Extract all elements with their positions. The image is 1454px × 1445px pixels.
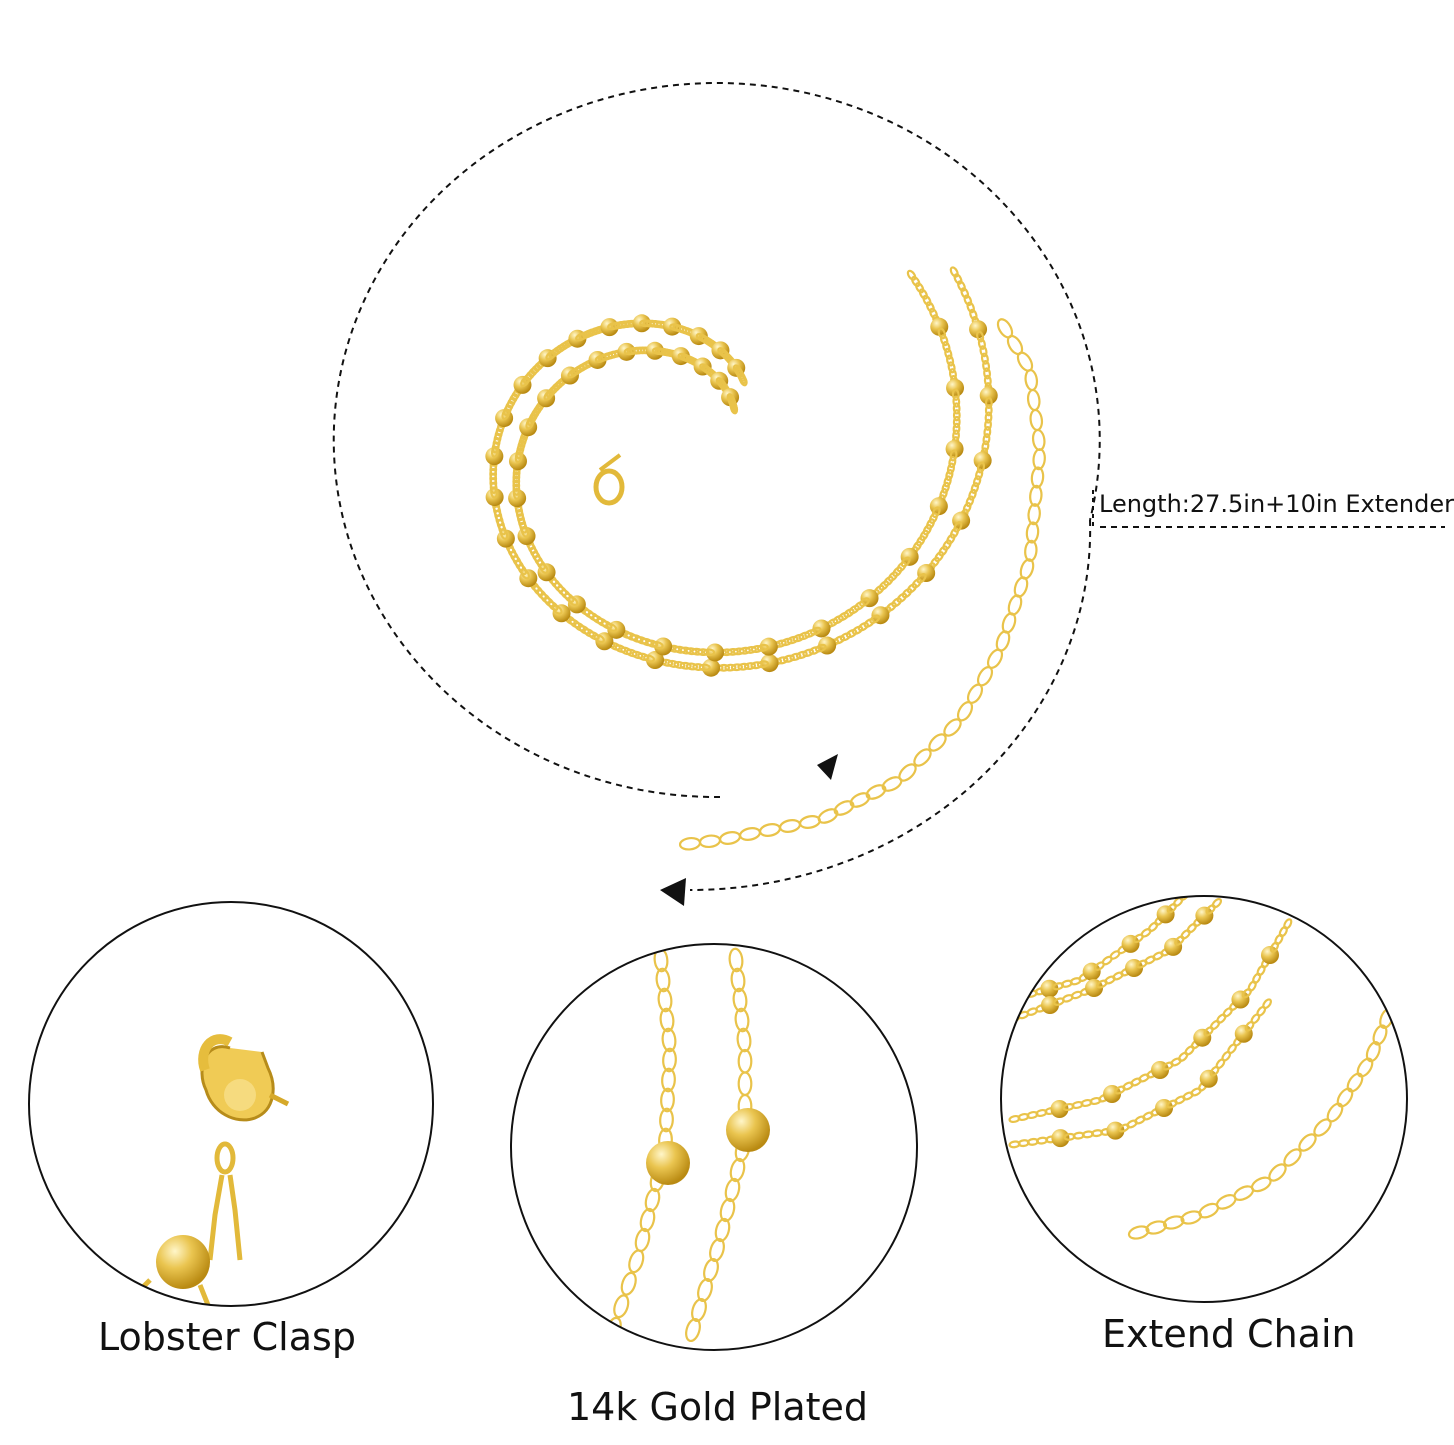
caption-gold-plated: 14k Gold Plated bbox=[567, 1385, 869, 1429]
measure-circle-dashed bbox=[332, 82, 1101, 799]
detail-gold-plated bbox=[510, 943, 918, 1351]
detail-lobster-clasp bbox=[28, 901, 434, 1307]
lobster-clasp-center bbox=[593, 453, 625, 506]
spiral-necklace bbox=[485, 266, 998, 677]
arrow-left-icon bbox=[660, 878, 686, 906]
detail-extend-chain bbox=[1000, 895, 1408, 1303]
measure-circle-dashed-lower bbox=[689, 519, 1092, 891]
caption-extend-chain: Extend Chain bbox=[1102, 1312, 1356, 1356]
arrow-right-icon bbox=[817, 754, 838, 780]
caption-lobster-clasp: Lobster Clasp bbox=[98, 1315, 356, 1359]
extender-chain bbox=[678, 318, 1046, 851]
length-annotation: Length:27.5in+10in Extender bbox=[1099, 490, 1454, 518]
